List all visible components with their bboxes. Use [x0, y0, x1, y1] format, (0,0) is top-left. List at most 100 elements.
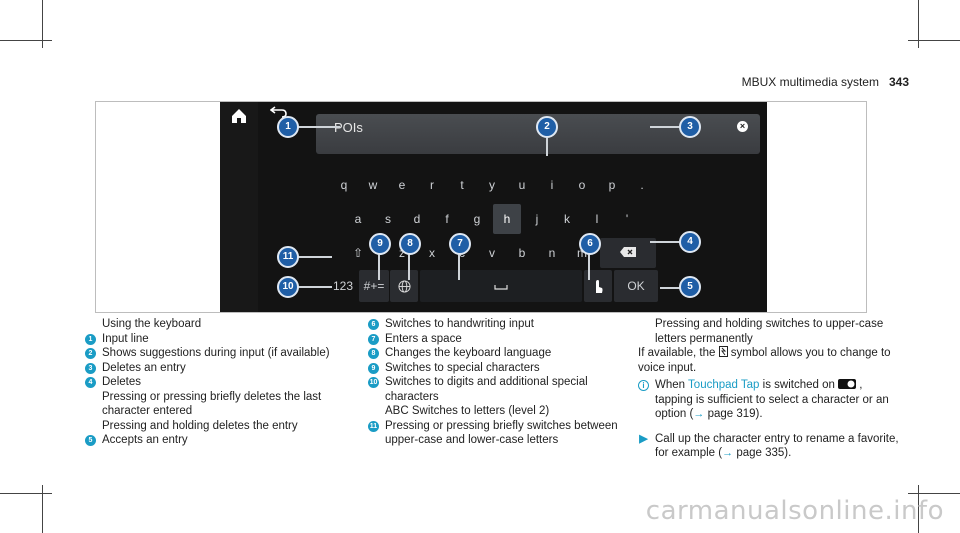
figure-frame: [95, 101, 867, 313]
callout-line: [458, 252, 460, 280]
key[interactable]: m: [577, 246, 587, 260]
callout-line: [650, 126, 680, 128]
space-icon: [494, 279, 508, 293]
info-note: i When Touchpad Tap is switched on , tap…: [638, 378, 900, 422]
language-key[interactable]: [390, 270, 418, 302]
key[interactable]: j: [535, 212, 539, 226]
watermark: carmanualsonline.info: [645, 496, 944, 526]
legend-detail: Pressing or pressing briefly deletes the…: [102, 390, 322, 418]
key[interactable]: s: [385, 212, 391, 226]
callout-line: [546, 138, 548, 156]
callout-4: 4: [679, 231, 701, 253]
callout-line: [588, 252, 590, 280]
key[interactable]: v: [489, 246, 495, 260]
space-key[interactable]: [420, 270, 582, 302]
key[interactable]: e: [398, 178, 406, 192]
key[interactable]: i: [550, 178, 554, 192]
callout-2: 2: [536, 116, 558, 138]
callout-line: [296, 256, 332, 258]
callout-3: 3: [679, 116, 701, 138]
special-characters-key[interactable]: #+=: [359, 270, 389, 302]
home-icon[interactable]: [230, 107, 248, 130]
hand-icon: [592, 279, 604, 293]
callout-line: [660, 287, 680, 289]
key[interactable]: ': [625, 212, 629, 226]
crop-mark: [918, 485, 919, 533]
crop-mark: [42, 0, 43, 48]
key[interactable]: x: [429, 246, 435, 260]
legend-detail: ABC Switches to letters (level 2): [385, 405, 550, 417]
microphone-icon: [718, 346, 731, 359]
arrow-icon: →: [722, 447, 734, 459]
globe-icon: [397, 279, 411, 293]
key[interactable]: p: [608, 178, 616, 192]
legend-detail: Pressing and holding switches to upper-c…: [655, 318, 884, 345]
key[interactable]: .: [640, 178, 644, 192]
key[interactable]: q: [340, 178, 348, 192]
key[interactable]: y: [489, 178, 495, 192]
ok-button[interactable]: OK: [614, 270, 658, 302]
callout-8: 8: [399, 233, 421, 255]
side-bar: [220, 102, 258, 312]
legend-intro: Using the keyboard: [102, 318, 202, 330]
callout-11: 11: [277, 246, 299, 268]
key[interactable]: k: [564, 212, 570, 226]
page-number: 343: [888, 75, 909, 89]
callout-line: [296, 286, 332, 288]
setting-name: Touchpad Tap: [688, 379, 760, 391]
crop-mark: [0, 493, 52, 494]
toggle-on-icon: [838, 379, 859, 391]
callout-1: 1: [277, 116, 299, 138]
legend-column-3: Pressing and holding switches to upper-c…: [638, 317, 900, 461]
key[interactable]: f: [445, 212, 449, 226]
callout-line: [408, 252, 410, 280]
voice-input-note: If available, the symbol allows you to c…: [638, 346, 891, 374]
crop-mark: [908, 40, 960, 41]
key[interactable]: g: [473, 212, 481, 226]
legend-detail: Pressing and holding deletes the entry: [102, 419, 298, 432]
key[interactable]: n: [548, 246, 556, 260]
play-icon: ▶: [639, 432, 648, 445]
key-highlighted[interactable]: h: [493, 204, 521, 234]
key[interactable]: w: [368, 178, 378, 192]
callout-line: [650, 241, 680, 243]
key[interactable]: a: [354, 212, 362, 226]
callout-line: [378, 252, 380, 280]
callout-9: 9: [369, 233, 391, 255]
key[interactable]: u: [518, 178, 526, 192]
callout-line: [296, 126, 340, 128]
callout-5: 5: [679, 276, 701, 298]
input-text: POIs: [334, 120, 363, 135]
crop-mark: [0, 40, 52, 41]
key[interactable]: t: [460, 178, 464, 192]
backspace-icon: [620, 246, 636, 260]
crop-mark: [908, 493, 960, 494]
page-header: MBUX multimedia system 343: [742, 75, 909, 89]
key[interactable]: o: [578, 178, 586, 192]
callout-7: 7: [449, 233, 471, 255]
digits-key[interactable]: 123: [332, 279, 354, 293]
arrow-icon: →: [693, 408, 705, 420]
callout-6: 6: [579, 233, 601, 255]
action-step: ▶ Call up the character entry to rename …: [639, 432, 899, 460]
delete-key[interactable]: [600, 238, 656, 268]
key[interactable]: l: [595, 212, 599, 226]
clear-icon[interactable]: ×: [737, 121, 748, 132]
key[interactable]: z: [399, 246, 405, 260]
shift-key[interactable]: ⇧: [352, 246, 364, 260]
info-icon: i: [638, 380, 649, 391]
header-title: MBUX multimedia system: [741, 75, 879, 89]
crop-mark: [42, 485, 43, 533]
key[interactable]: d: [413, 212, 421, 226]
key[interactable]: r: [430, 178, 434, 192]
callout-10: 10: [277, 276, 299, 298]
key[interactable]: b: [518, 246, 526, 260]
